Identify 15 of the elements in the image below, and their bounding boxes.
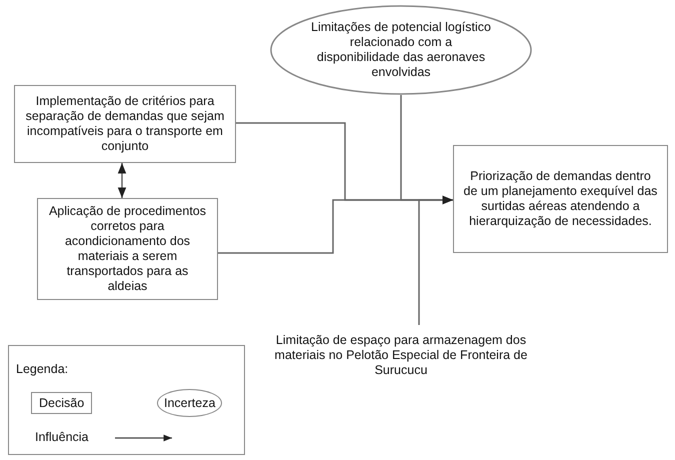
process-box: [14, 85, 236, 163]
node-text: Limitações de potencial logístico relacionado com a disponibilidade das aeronaves envolvidas: [310, 20, 492, 80]
legend-uncertainty-sample: Incerteza: [157, 389, 222, 417]
node-text: Implementação de critérios para separação de demandas que sejam incompatíveis para o transporte em conjunto: [24, 94, 226, 154]
uncertainty-ellipse: [270, 5, 532, 95]
arrow: [418, 196, 453, 325]
legend-text: Influência: [35, 430, 89, 444]
arrow: [118, 163, 126, 198]
legend-title: Legenda:: [16, 362, 68, 376]
node-text: Priorização de demandas dentro de um planejamento exequível das surtidas aéreas atendendo a hierarquização de necessidades.: [462, 169, 658, 229]
node-text: Limitação de espaço para armazenagem dos materiais no Pelotão Especial de Fronteira de Surucucu: [274, 332, 528, 378]
process-box: [37, 198, 218, 300]
process-box: [453, 145, 668, 253]
node-text: Aplicação de procedimentos corretos para acondicionamento dos materiais a serem transportados para as aldeias: [48, 204, 208, 294]
legend-decision-sample: Decisão: [31, 392, 92, 414]
